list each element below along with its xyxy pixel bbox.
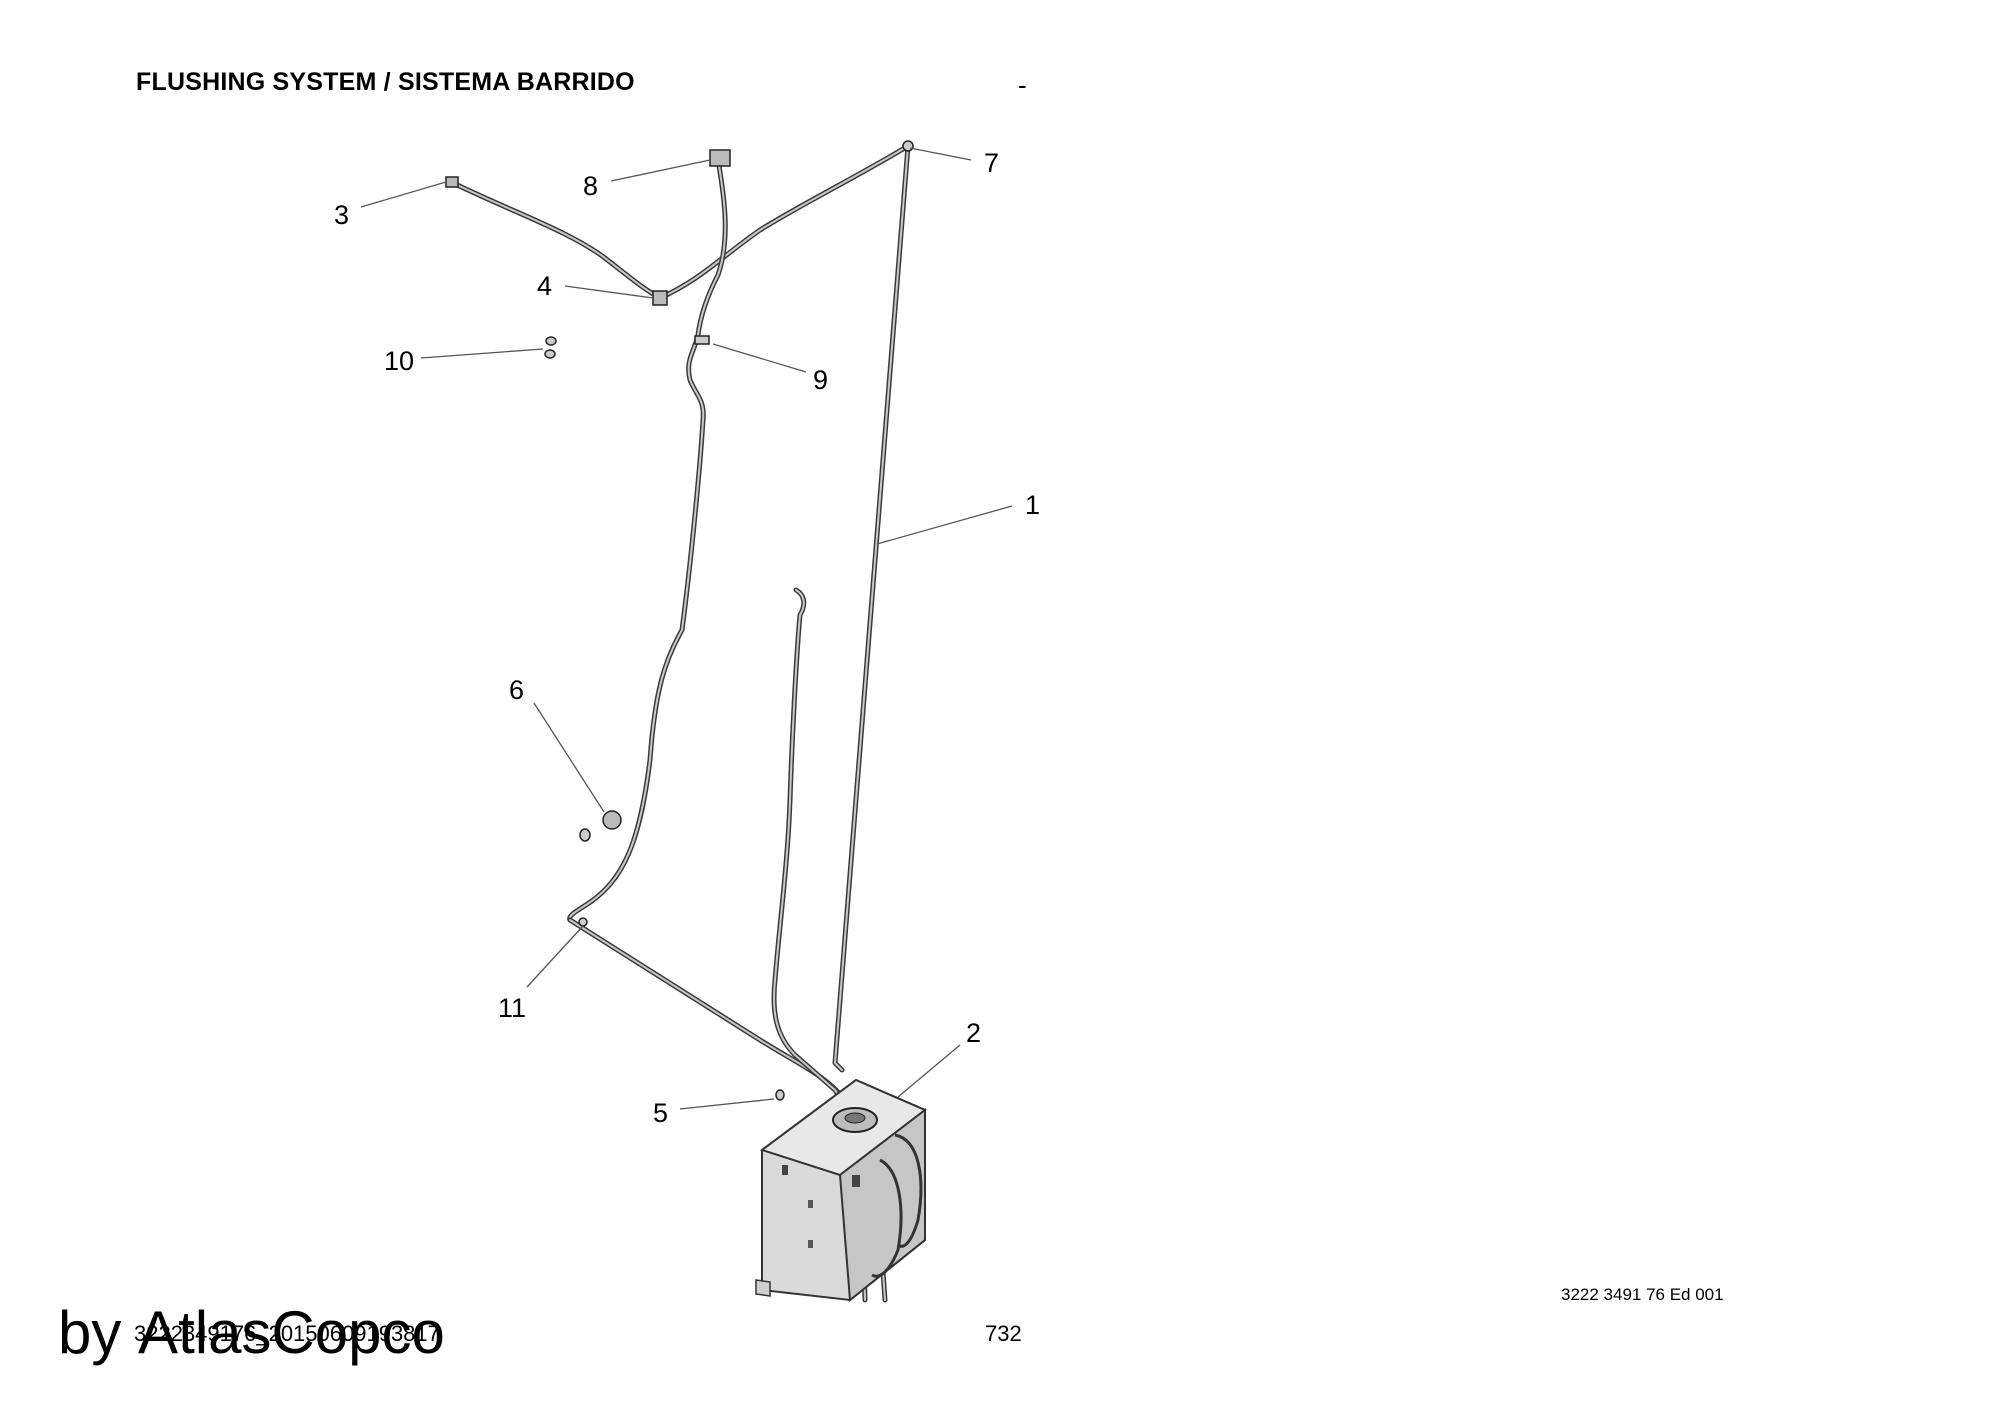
fitting-9 [694, 335, 710, 345]
callout-10: 10 [384, 346, 414, 376]
callout-5: 5 [653, 1098, 668, 1128]
upper-hose [657, 143, 911, 301]
tank [755, 1078, 927, 1302]
callout-6: 6 [509, 675, 524, 705]
part-6 [579, 810, 622, 842]
fitting-4 [652, 290, 668, 306]
leader-11 [526, 925, 584, 988]
page-title: FLUSHING SYSTEM / SISTEMA BARRIDO [136, 68, 635, 96]
leader-10 [420, 348, 544, 359]
document-code: 3222 3491 76 Ed 001 [1561, 1285, 1724, 1304]
page-number: 732 [985, 1321, 1022, 1346]
part-10 [544, 336, 557, 359]
leader-9 [712, 343, 807, 373]
file-id: 3222349176_20150609193817 [134, 1321, 440, 1346]
leader-3 [360, 181, 447, 208]
hose-3-4 [450, 180, 663, 301]
watermark: by AtlasCopco [58, 1303, 445, 1363]
leader-1 [876, 505, 1013, 545]
junction-11 [578, 917, 588, 927]
part-5 [775, 1089, 785, 1101]
callout-1: 1 [1025, 490, 1040, 520]
leader-7 [909, 147, 972, 161]
callout-8: 8 [583, 171, 598, 201]
header-dash: - [1018, 70, 1027, 100]
callout-3: 3 [334, 200, 349, 230]
callout-9: 9 [813, 365, 828, 395]
leader-4 [564, 285, 654, 299]
callout-2: 2 [966, 1018, 981, 1048]
callout-4: 4 [537, 271, 552, 301]
leader-8 [610, 159, 711, 182]
leader-2 [897, 1044, 961, 1098]
fitting-8 [709, 149, 731, 167]
hose-8-11 [567, 157, 728, 923]
hose-1 [832, 143, 911, 1073]
watermark-prefix: by [58, 1299, 122, 1366]
leader-6 [533, 702, 605, 813]
callout-11: 11 [498, 993, 526, 1023]
watermark-brand: AtlasCopco [138, 1299, 445, 1366]
callout-7: 7 [984, 148, 999, 178]
leader-5 [679, 1098, 775, 1110]
fitting-7 [902, 140, 914, 152]
fitting-3 [445, 176, 459, 188]
